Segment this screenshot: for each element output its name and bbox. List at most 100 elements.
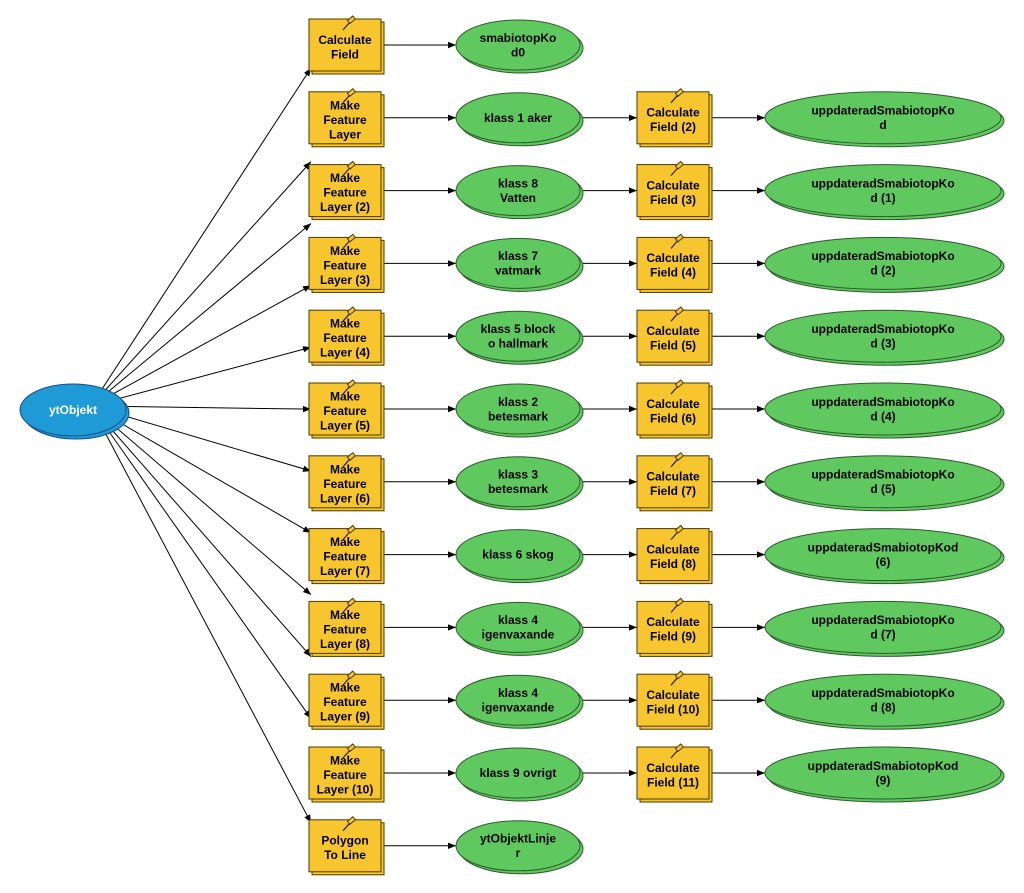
data-node-1[interactable]: klass 1 aker (455, 92, 584, 147)
data2-node-6[interactable]: uppdateradSmabiotopKod (5) (764, 455, 1005, 512)
hammer-icon (342, 379, 357, 395)
tool-label-line: Field (9) (650, 630, 696, 644)
tool-label-line: Make (330, 98, 360, 112)
hammer-icon (342, 451, 357, 468)
tool-label-line: Layer (6) (320, 491, 370, 505)
data2-node-4[interactable]: uppdateradSmabiotopKod (3) (764, 309, 1005, 366)
data-ellipse (455, 237, 581, 289)
tool-label-line: Calculate (646, 615, 700, 629)
data2-node-2[interactable]: uppdateradSmabiotopKod (1) (764, 164, 1005, 221)
data-ellipse (764, 673, 1002, 727)
data-label-line: klass 2 (498, 395, 538, 409)
hammer-icon (670, 379, 685, 395)
data-ellipse (764, 746, 1002, 800)
data2-node-9[interactable]: uppdateradSmabiotopKod (8) (764, 673, 1005, 730)
tool-label-line: Field (10) (647, 702, 700, 716)
node-layer: ytObjektCalculateFieldsmabiotopKod0MakeF… (19, 15, 1005, 876)
tool-label-line: Layer (10) (317, 783, 374, 797)
tool-label-line: Field (11) (647, 775, 699, 789)
data-ellipse (455, 92, 581, 144)
data-node-7[interactable]: klass 6 skog (455, 529, 584, 584)
tool-label-line: Make (330, 754, 360, 768)
data-label-line: Vatten (500, 191, 536, 205)
data-ellipse (455, 820, 581, 872)
data-node-10[interactable]: klass 9 ovrigt (455, 747, 584, 802)
data-label-line: uppdateradSmabiotopKo (811, 686, 954, 700)
tool-label-line: Layer (2) (320, 200, 370, 214)
data2-node-1[interactable]: uppdateradSmabiotopKod (764, 91, 1005, 148)
edge-input-to-tool (90, 284, 312, 407)
tool-label-line: To Line (324, 848, 366, 862)
edge-input-to-tool (90, 405, 312, 657)
tool-label-line: Field (6) (650, 411, 696, 425)
tool-label-line: Calculate (646, 106, 700, 120)
hammer-icon (670, 524, 685, 540)
data-ellipse (764, 600, 1002, 654)
edge-input-to-tool (90, 223, 312, 407)
data-ellipse (455, 165, 581, 217)
tool-label-line: Feature (323, 550, 367, 564)
data2-node-5[interactable]: uppdateradSmabiotopKod (4) (764, 382, 1005, 439)
data-label-line: (6) (876, 555, 891, 569)
data2-node-3[interactable]: uppdateradSmabiotopKod (2) (764, 236, 1005, 293)
data-ellipse (19, 383, 127, 437)
tool-label-line: Field (331, 47, 359, 61)
data-label-line: klass 9 ovrigt (480, 766, 557, 780)
data-ellipse (764, 528, 1002, 582)
tool-label-line: Feature (323, 768, 367, 782)
hammer-icon (670, 743, 685, 759)
tool-label-line: Calculate (646, 688, 700, 702)
data-label-line: klass 4 (498, 686, 538, 700)
data-label-line: o hallmark (488, 336, 548, 350)
data-label-line: d (4) (870, 409, 895, 423)
data-label-line: d (7) (870, 628, 895, 642)
hammer-icon (342, 160, 357, 176)
tool-label-line: Make (330, 317, 360, 331)
data2-node-7[interactable]: uppdateradSmabiotopKod(6) (764, 528, 1005, 585)
tool-label-line: Feature (323, 186, 367, 200)
data-ellipse (455, 19, 581, 71)
tool-label-line: Field (8) (650, 557, 696, 571)
input-ytobjekt[interactable]: ytObjekt (19, 383, 130, 440)
data2-node-10[interactable]: uppdateradSmabiotopKod(9) (764, 746, 1005, 803)
tool-label-line: Make (330, 608, 360, 622)
tool-box (636, 455, 710, 509)
data2-node-8[interactable]: uppdateradSmabiotopKod (7) (764, 600, 1005, 657)
hammer-icon (670, 451, 685, 468)
data-ellipse (455, 383, 581, 435)
data-label-line: d0 (511, 45, 525, 59)
data-label-line: d (5) (870, 482, 895, 496)
tool-label-line: Layer (7) (320, 564, 370, 578)
